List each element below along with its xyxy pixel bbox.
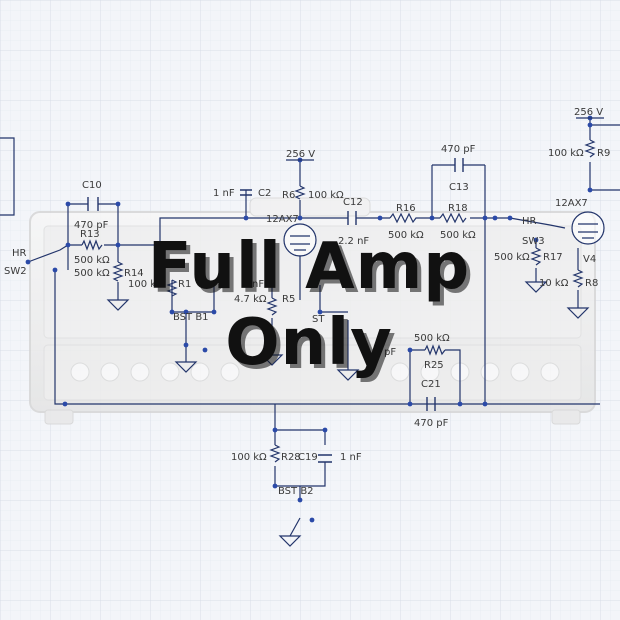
r13-label: R13 <box>80 229 100 240</box>
junction-dots <box>25 115 593 523</box>
r8-value: 10 kΩ <box>539 278 569 289</box>
r14-value: 500 kΩ <box>74 268 110 279</box>
tube-right-label: 12AX7 <box>555 198 588 209</box>
resistor-r14 <box>112 261 124 282</box>
resistor-r25 <box>424 344 446 356</box>
c12-value: 2.2 nF <box>338 236 369 247</box>
r1-value: 100 k <box>128 279 156 290</box>
st-label: ST <box>312 314 325 325</box>
r5-value: 4.7 kΩ <box>234 294 267 305</box>
r6-value: 100 kΩ <box>308 190 344 201</box>
resistor-r13 <box>81 239 103 251</box>
sw2-label: SW2 <box>4 266 27 277</box>
overlay-line2: Only <box>225 306 393 380</box>
tube-mid-label: 12AX7 <box>266 214 299 225</box>
resistor-r8 <box>572 269 584 288</box>
c2-label: C2 <box>258 188 271 199</box>
r1-label: R1 <box>178 279 191 290</box>
r17-label: R17 <box>543 252 563 263</box>
overlay-line1-shadow: Full Amp <box>152 234 474 308</box>
r17-value: 500 kΩ <box>494 252 530 263</box>
r16-value: 500 kΩ <box>388 230 424 241</box>
r28-value: 100 kΩ <box>231 452 267 463</box>
c19-value: 1 nF <box>340 452 362 463</box>
r9-value: 100 kΩ <box>548 148 584 159</box>
c21-value: 470 pF <box>414 418 449 429</box>
resistor-r18 <box>439 212 467 224</box>
r8-label: R8 <box>585 278 598 289</box>
r5-label: R5 <box>282 294 295 305</box>
bst-b1-label: BST B1 <box>173 312 209 323</box>
r28-label: R28 <box>281 452 301 463</box>
resistor-r1 <box>166 279 178 297</box>
r18-label: R18 <box>448 203 468 214</box>
overlay-line2-shadow: Only <box>229 310 397 384</box>
c13-label: C13 <box>449 182 469 193</box>
c2-value: 1 nF <box>213 188 235 199</box>
r6-label: R6 <box>282 190 295 201</box>
bst-b2-label: BST B2 <box>278 486 314 497</box>
resistor-r16 <box>389 212 420 224</box>
hr-right-label: HR <box>522 216 537 227</box>
tube-symbols <box>283 211 605 257</box>
supply-left-label: 256 V <box>286 149 315 160</box>
r14-label: R14 <box>124 268 144 279</box>
amp-head-illustration <box>29 197 596 425</box>
tube-v-mid <box>283 223 317 257</box>
capacitor-c13 <box>454 158 464 172</box>
hr-left-label: HR <box>12 248 27 259</box>
capacitor-c21 <box>426 397 436 411</box>
capacitor-c2 <box>240 189 252 196</box>
c19-label: C19 <box>298 452 318 463</box>
supply-rails <box>286 117 604 161</box>
r13-value: 500 kΩ <box>74 255 110 266</box>
misc-nf-label: nF <box>252 279 264 290</box>
capacitor-c12 <box>347 211 357 225</box>
overlay-banner: Full Amp Full Amp Only Only <box>148 230 474 384</box>
ground-symbols <box>106 281 590 547</box>
resistor-r5 <box>266 297 278 316</box>
overlay-line1: Full Amp <box>148 230 470 304</box>
r18-value: 500 kΩ <box>440 230 476 241</box>
resistor-r9 <box>584 139 596 158</box>
sw3-label: SW3 <box>522 236 545 247</box>
c10-label: C10 <box>82 180 102 191</box>
misc-pf-label: pF <box>384 347 396 358</box>
c13-value: 470 pF <box>441 144 476 155</box>
resistor-r6 <box>294 185 306 200</box>
c21-label: C21 <box>421 379 441 390</box>
c10-value: 470 pF <box>74 220 109 231</box>
tube-v4-label: V4 <box>583 254 596 265</box>
capacitor-symbols <box>87 158 464 463</box>
r16-label: R16 <box>396 203 416 214</box>
capacitor-c10 <box>87 197 99 211</box>
misc-4-label: 4 <box>260 348 266 359</box>
schematic-labels: 256 V 256 V C10 470 pF R13 500 kΩ 500 kΩ… <box>4 107 610 497</box>
resistor-symbols <box>81 139 596 463</box>
resistor-r28 <box>269 444 281 463</box>
c12-label: C12 <box>343 197 363 208</box>
supply-right-label: 256 V <box>574 107 603 118</box>
r9-label: R9 <box>597 148 610 159</box>
capacitor-c19 <box>318 454 332 463</box>
tube-v-right <box>571 211 605 245</box>
resistor-r17 <box>530 247 542 266</box>
r25-value: 500 kΩ <box>414 333 450 344</box>
r25-label: R25 <box>424 360 444 371</box>
